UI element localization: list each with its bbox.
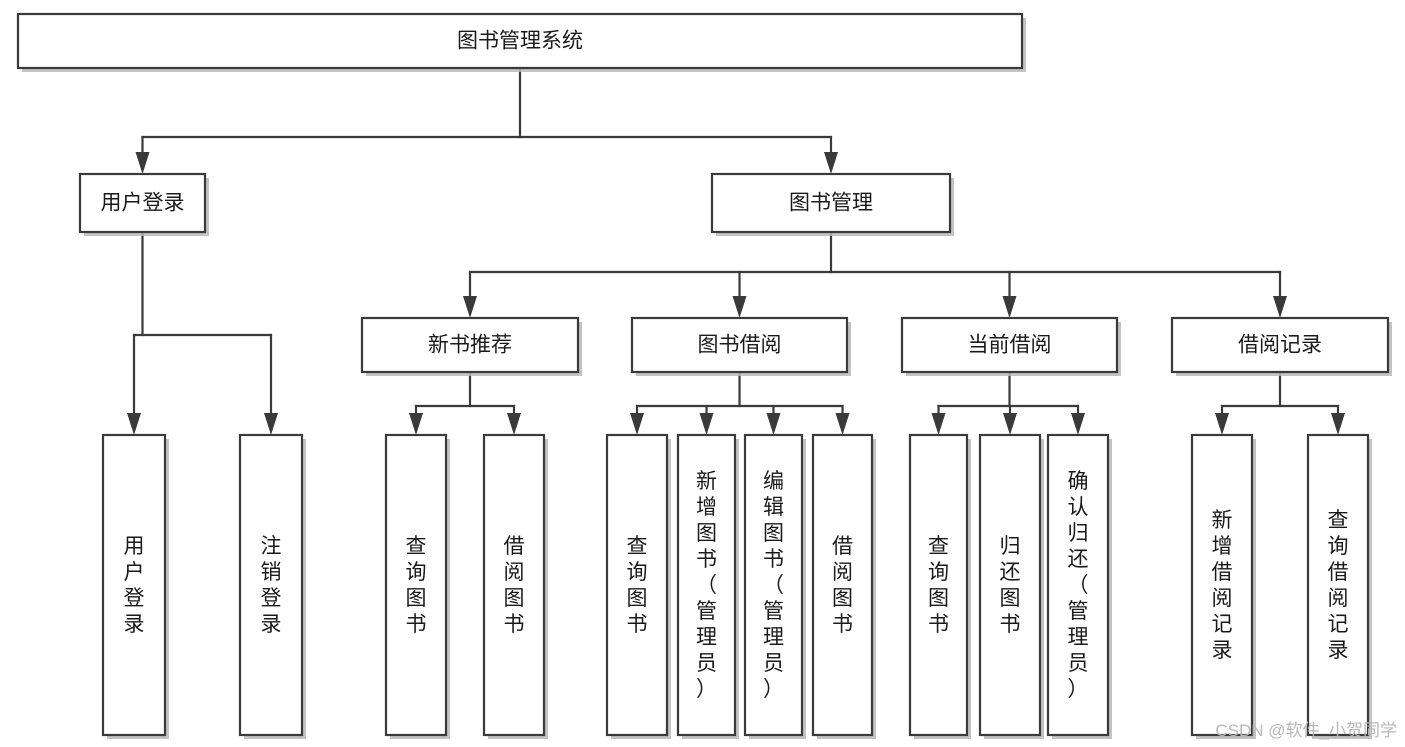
node-label: 图书借阅: [698, 334, 782, 357]
node-label: 借阅图书: [504, 535, 525, 636]
node-label: 图书管理系统: [457, 30, 583, 53]
node-label: 查询图书: [627, 535, 648, 636]
node-label: 借阅记录: [1238, 334, 1322, 357]
node-rect[interactable]: [811, 433, 874, 737]
node-leaf-add-record[interactable]: 新增借阅记录: [1190, 433, 1256, 739]
node-label: 借阅图书: [832, 535, 853, 636]
arrow-head-icon: [931, 413, 946, 435]
arrow-head-icon: [135, 152, 150, 174]
node-user-login[interactable]: 用户登录: [78, 172, 209, 236]
arrow-head-icon: [699, 413, 714, 435]
node-label: 查询图书: [928, 535, 949, 636]
node-layer: 图书管理系统用户登录图书管理新书推荐图书借阅当前借阅借阅记录用户登录注销登录查询…: [16, 12, 1392, 739]
node-rect[interactable]: [908, 433, 969, 737]
node-rect[interactable]: [360, 316, 580, 374]
node-label: 用户登录: [124, 535, 145, 636]
node-label: 查询借阅记录: [1328, 509, 1349, 662]
node-rect[interactable]: [78, 172, 207, 234]
node-label: 确认归还（管理员）: [1068, 470, 1089, 701]
arrow-head-icon: [732, 296, 747, 318]
node-rect[interactable]: [743, 433, 804, 737]
node-rect[interactable]: [384, 433, 448, 737]
arrow-head-icon: [127, 413, 141, 435]
arrow-head-icon: [1331, 413, 1345, 435]
arrow-head-icon: [264, 413, 278, 435]
node-rect[interactable]: [676, 433, 737, 737]
node-rect[interactable]: [238, 433, 304, 737]
node-rect[interactable]: [1046, 433, 1110, 737]
node-leaf-query-book-2[interactable]: 查询图书: [605, 433, 671, 739]
watermark-label: CSDN @软件_小贺同学: [1215, 721, 1397, 740]
node-rect[interactable]: [710, 172, 952, 234]
node-rect[interactable]: [101, 433, 167, 737]
node-leaf-return-book[interactable]: 归还图书: [978, 433, 1044, 739]
node-label: 当前借阅: [968, 334, 1052, 357]
arrow-head-icon: [1215, 413, 1229, 435]
node-rect[interactable]: [900, 316, 1119, 374]
arrow-head-icon: [1002, 296, 1017, 318]
node-label: 图书管理: [789, 192, 873, 215]
node-root[interactable]: 图书管理系统: [16, 12, 1026, 72]
node-label: 归还图书: [1000, 535, 1021, 636]
node-leaf-query-book-1[interactable]: 查询图书: [384, 433, 450, 739]
node-label: 编辑图书（管理员）: [763, 470, 784, 701]
arrow-head-icon: [824, 152, 838, 174]
node-label: 查询图书: [406, 535, 427, 636]
node-new-book-recommend[interactable]: 新书推荐: [360, 316, 582, 376]
node-current-borrow[interactable]: 当前借阅: [900, 316, 1121, 376]
node-leaf-confirm-return[interactable]: 确认归还（管理员）: [1046, 433, 1112, 739]
node-leaf-logout-login[interactable]: 注销登录: [238, 433, 306, 739]
node-leaf-add-book[interactable]: 新增图书（管理员）: [676, 433, 739, 739]
node-rect[interactable]: [630, 316, 849, 374]
node-leaf-query-book-3[interactable]: 查询图书: [908, 433, 971, 739]
node-rect[interactable]: [482, 433, 546, 737]
node-leaf-user-login[interactable]: 用户登录: [101, 433, 169, 739]
connector-layer: [127, 66, 1345, 435]
node-rect[interactable]: [605, 433, 669, 737]
node-leaf-borrow-book-2[interactable]: 借阅图书: [811, 433, 876, 739]
arrow-head-icon: [409, 413, 423, 435]
node-label: 用户登录: [101, 192, 185, 215]
arrow-head-icon: [1071, 413, 1085, 435]
node-book-manage[interactable]: 图书管理: [710, 172, 954, 236]
node-rect[interactable]: [16, 12, 1024, 70]
arrow-head-icon: [630, 413, 644, 435]
node-rect[interactable]: [978, 433, 1042, 737]
node-borrow-record[interactable]: 借阅记录: [1170, 316, 1392, 376]
node-label: 新书推荐: [428, 334, 512, 357]
node-rect[interactable]: [1306, 433, 1370, 737]
node-leaf-borrow-book-1[interactable]: 借阅图书: [482, 433, 548, 739]
arrow-head-icon: [1003, 413, 1017, 435]
arrow-head-icon: [766, 413, 781, 435]
arrow-head-icon: [507, 413, 521, 435]
node-label: 新增图书（管理员）: [696, 470, 717, 701]
node-leaf-edit-book[interactable]: 编辑图书（管理员）: [743, 433, 806, 739]
arrow-head-icon: [463, 296, 477, 318]
node-label: 注销登录: [261, 535, 282, 636]
arrow-head-icon: [835, 413, 850, 435]
node-rect[interactable]: [1170, 316, 1390, 374]
node-rect[interactable]: [1190, 433, 1254, 737]
arrow-head-icon: [1273, 296, 1287, 318]
node-leaf-query-record[interactable]: 查询借阅记录: [1306, 433, 1372, 739]
node-label: 新增借阅记录: [1212, 509, 1233, 662]
node-book-borrow[interactable]: 图书借阅: [630, 316, 851, 376]
